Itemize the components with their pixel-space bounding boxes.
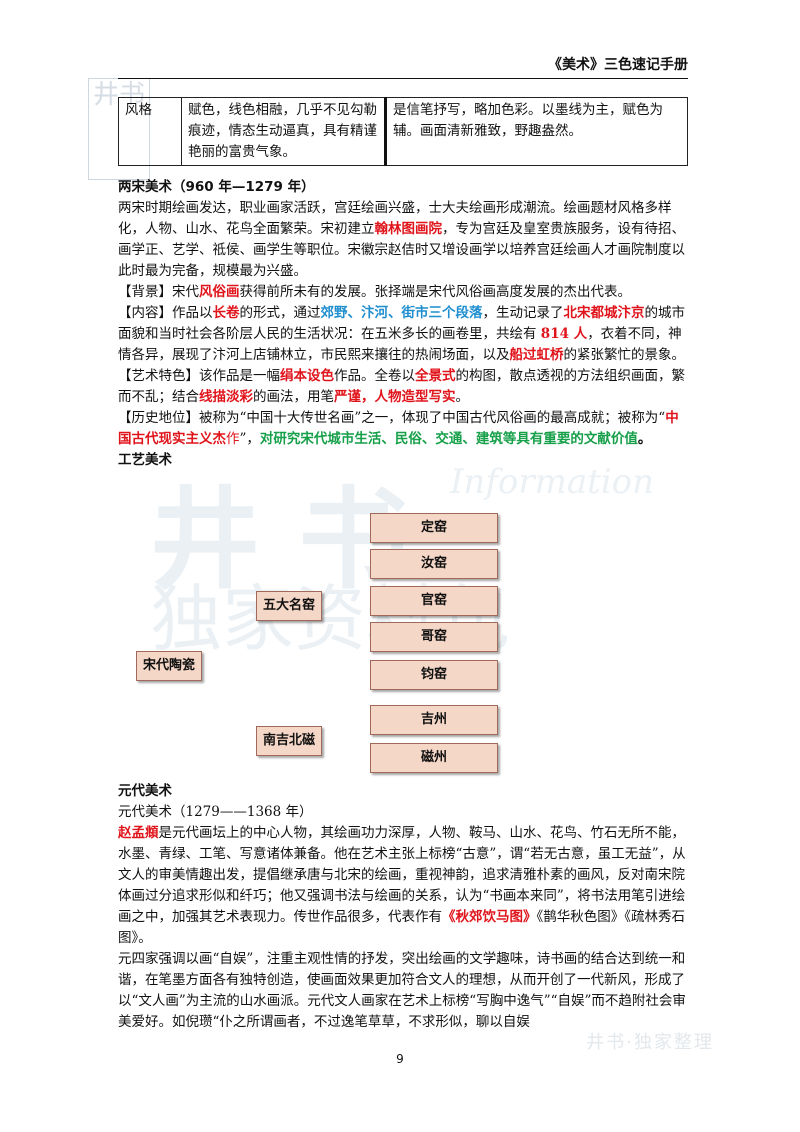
diagram-node-kiln: 哥窑 (370, 622, 498, 652)
diagram-node-root: 宋代陶瓷 (136, 651, 202, 681)
paragraph-background: 【背景】宋代风俗画获得前所未有的发展。张择端是宋代风俗画高度发展的杰出代表。 (118, 284, 631, 300)
watermark-bottom: 井书·独家整理 (586, 1032, 714, 1053)
song-section: 两宋美术（960 年—1279 年） 两宋时期绘画发达，职业画家活跃，宫廷绘画兴… (118, 177, 690, 471)
diagram-node-group: 五大名窑 (256, 591, 322, 621)
table-row: 风格 赋色，线色相融，几乎不见勾勒痕迹，情态生动逼真，具有精谨艳丽的富贵气象。 … (118, 97, 688, 166)
yuan-section: 元代美术 元代美术（1279——1368 年） 赵孟頫是元代画坛上的中心人物，其… (118, 781, 690, 1033)
paragraph-art-features: 【艺术特色】该作品是一幅绢本设色作品。全卷以全景式的构图，散点透视的方法组织画面… (118, 368, 685, 405)
table-cell-label: 风格 (118, 97, 182, 166)
paragraph: 两宋时期绘画发达，职业画家活跃，宫廷绘画兴盛，士大夫绘画形成潮流。绘画题材风格多… (118, 200, 685, 279)
diagram-node-kiln: 官窑 (370, 586, 498, 616)
ceramics-tree-diagram: 宋代陶瓷 五大名窑 南吉北磁 定窑 汝窑 官窑 哥窑 钧窑 吉州 磁州 (118, 505, 690, 775)
section-title-yuan: 元代美术 (118, 783, 172, 799)
table-cell: 赋色，线色相融，几乎不见勾勒痕迹，情态生动逼真，具有精谨艳丽的富贵气象。 (181, 97, 386, 166)
diagram-node-kiln: 磁州 (370, 743, 498, 773)
paragraph: 赵孟頫是元代画坛上的中心人物，其绘画功力深厚，人物、鞍马、山水、花鸟、竹石无所不… (118, 825, 686, 946)
diagram-node-kiln: 定窑 (370, 513, 498, 543)
section-subtitle: 元代美术（1279——1368 年） (118, 804, 313, 820)
diagram-node-kiln: 钧窑 (370, 660, 498, 690)
section-title-song: 两宋美术（960 年—1279 年） (118, 179, 315, 195)
page-number: 9 (396, 1052, 404, 1066)
diagram-node-kiln: 吉州 (370, 705, 498, 735)
diagram-node-group: 南吉北磁 (256, 726, 322, 756)
diagram-node-kiln: 汝窑 (370, 549, 498, 579)
paragraph-content: 【内容】作品以长卷的形式，通过郊野、汴河、街市三个段落，生动记录了北宋都城汴京的… (118, 305, 685, 363)
section-title-craft: 工艺美术 (118, 452, 172, 468)
paragraph-history: 【历史地位】被称为“中国十大传世名画”之一，体现了中国古代风俗画的最高成就；被称… (118, 410, 679, 447)
paragraph: 元四家强调以画“自娱”，注重主观性情的抒发，突出绘画的文学趣味，诗书画的结合达到… (118, 951, 686, 1030)
style-comparison-table: 风格 赋色，线色相融，几乎不见勾勒痕迹，情态生动逼真，具有精谨艳丽的富贵气象。 … (118, 97, 688, 166)
page-header: 《美术》三色速记手册 (118, 54, 688, 79)
table-cell: 是信笔抒写，略加色彩。以墨线为主，赋色为辅。画面清新雅致，野趣盎然。 (384, 97, 688, 166)
